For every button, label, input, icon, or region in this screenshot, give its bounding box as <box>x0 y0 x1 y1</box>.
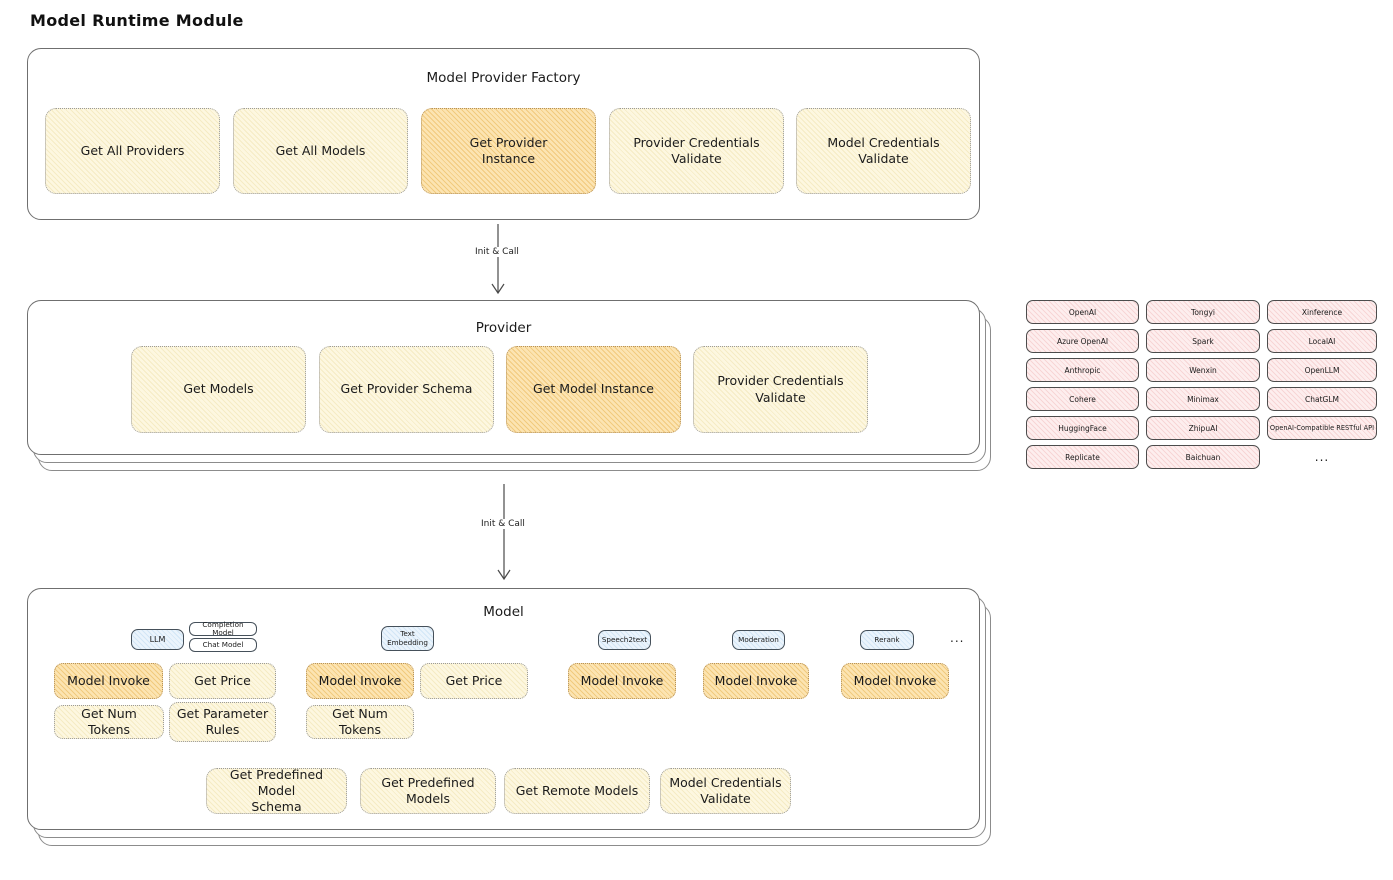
provider-card-openai-compatible: OpenAI-Compatible RESTful API <box>1267 416 1377 440</box>
provider-card-wenxin: Wenxin <box>1146 358 1260 382</box>
model-box: Model LLM Completion Model Chat Model Te… <box>27 588 980 830</box>
tag-rerank: Rerank <box>860 630 914 650</box>
tag-chat-model: Chat Model <box>189 638 257 652</box>
op-model-credentials-validate: Model Credentials Validate <box>796 108 971 194</box>
model-title: Model <box>483 604 524 620</box>
factory-title: Model Provider Factory <box>426 70 581 86</box>
factory-box: Model Provider Factory Get All Providers… <box>27 48 980 220</box>
init-call-arrow-1 <box>491 224 505 295</box>
provider-card-localai: LocalAI <box>1267 329 1377 353</box>
op-get-all-providers: Get All Providers <box>45 108 220 194</box>
op-model-invoke-speech2text: Model Invoke <box>568 663 676 699</box>
tag-text-embedding: Text Embedding <box>381 626 434 651</box>
op-get-num-tokens-embedding: Get Num Tokens <box>306 705 414 739</box>
op-get-provider-instance: Get Provider Instance <box>421 108 596 194</box>
providers-grid: OpenAI Tongyi Xinference Azure OpenAI Sp… <box>1026 300 1377 469</box>
provider-card-replicate: Replicate <box>1026 445 1139 469</box>
provider-card-minimax: Minimax <box>1146 387 1260 411</box>
init-call-arrow-2 <box>497 484 511 581</box>
op-get-model-instance: Get Model Instance <box>506 346 681 433</box>
provider-card-chatglm: ChatGLM <box>1267 387 1377 411</box>
providers-more-ellipsis: ... <box>1314 450 1330 464</box>
op-get-price-embedding: Get Price <box>420 663 528 699</box>
provider-box: Provider Get Models Get Provider Schema … <box>27 300 980 455</box>
op-model-invoke-rerank: Model Invoke <box>841 663 949 699</box>
op-get-predefined-model-schema: Get Predefined Model Schema <box>206 767 347 814</box>
op-get-predefined-models: Get Predefined Models <box>360 768 496 814</box>
op-provider-credentials-validate: Provider Credentials Validate <box>609 108 784 194</box>
op-get-all-models: Get All Models <box>233 108 408 194</box>
op-get-price-llm: Get Price <box>169 663 276 699</box>
provider-card-azure-openai: Azure OpenAI <box>1026 329 1139 353</box>
op-get-num-tokens-llm: Get Num Tokens <box>54 705 164 739</box>
tag-speech2text: Speech2text <box>598 630 651 650</box>
provider-card-huggingface: HuggingFace <box>1026 416 1139 440</box>
provider-card-cohere: Cohere <box>1026 387 1139 411</box>
init-call-label-1: Init & Call <box>471 247 523 257</box>
model-tags-more-ellipsis: ... <box>950 631 965 645</box>
init-call-label-2: Init & Call <box>477 519 529 529</box>
op-get-remote-models: Get Remote Models <box>504 768 650 814</box>
op-get-models: Get Models <box>131 346 306 433</box>
tag-completion-model: Completion Model <box>189 620 257 637</box>
page-title: Model Runtime Module <box>30 11 244 30</box>
op-model-invoke-embedding: Model Invoke <box>306 663 414 699</box>
provider-card-openai: OpenAI <box>1026 300 1139 324</box>
op-model-invoke-moderation: Model Invoke <box>703 663 809 699</box>
op-provider-credentials-validate-2: Provider Credentials Validate <box>693 346 868 433</box>
tag-llm: LLM <box>131 629 184 650</box>
provider-card-openllm: OpenLLM <box>1267 358 1377 382</box>
tag-moderation: Moderation <box>732 630 785 650</box>
op-model-invoke-llm: Model Invoke <box>54 663 163 699</box>
provider-card-spark: Spark <box>1146 329 1260 353</box>
op-model-credentials-validate-2: Model Credentials Validate <box>660 768 791 814</box>
op-get-parameter-rules: Get Parameter Rules <box>169 702 276 742</box>
provider-card-xinference: Xinference <box>1267 300 1377 324</box>
op-get-provider-schema: Get Provider Schema <box>319 346 494 433</box>
provider-card-baichuan: Baichuan <box>1146 445 1260 469</box>
provider-card-tongyi: Tongyi <box>1146 300 1260 324</box>
provider-card-zhipuai: ZhipuAI <box>1146 416 1260 440</box>
provider-card-anthropic: Anthropic <box>1026 358 1139 382</box>
provider-title: Provider <box>475 320 532 336</box>
